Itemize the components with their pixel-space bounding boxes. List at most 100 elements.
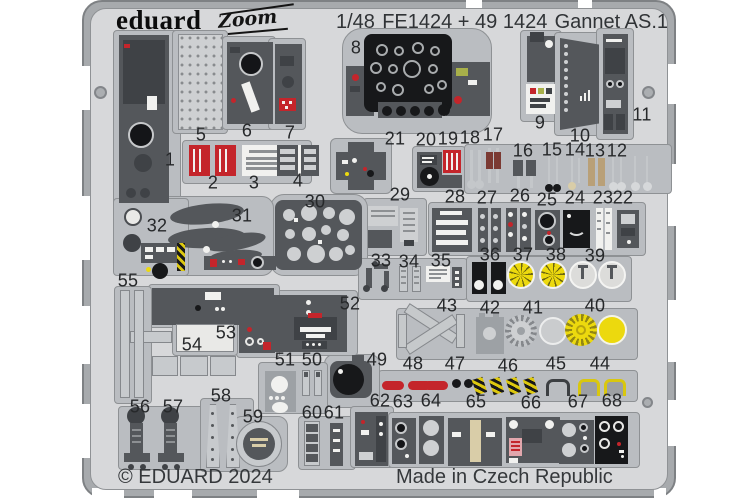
part-shape [545, 420, 554, 429]
part-shape [124, 44, 130, 48]
part-shape [231, 98, 236, 103]
part-shape [314, 370, 322, 396]
part-shape [140, 188, 150, 198]
part-shape [576, 325, 586, 335]
part-shape [280, 157, 295, 162]
part-shape [494, 152, 501, 169]
part-shape [605, 208, 612, 250]
part-shape [564, 100, 568, 104]
part-shape [599, 421, 610, 432]
part-shape [231, 424, 234, 427]
part-number-63: 63 [392, 391, 414, 412]
part-shape [464, 379, 473, 388]
part-shape [538, 212, 556, 230]
part-shape [607, 265, 617, 268]
part-shape [283, 209, 295, 221]
product-code: FE1424 + 49 1424 [382, 11, 548, 33]
part-shape [312, 343, 315, 346]
part-shape [176, 324, 234, 352]
part-shape [483, 327, 496, 340]
part-shape [423, 420, 439, 436]
part-shape [221, 307, 225, 311]
part-shape [547, 231, 551, 235]
part-shape [609, 182, 618, 191]
part-shape [308, 313, 322, 318]
part-number-2: 2 [207, 172, 219, 193]
part-shape [280, 165, 295, 170]
part-number-62: 62 [369, 390, 391, 411]
part-shape [546, 88, 552, 94]
part-shape [330, 423, 343, 466]
part-shape [178, 34, 223, 130]
part-shape [456, 68, 468, 76]
part-shape [455, 271, 459, 274]
part-number-9: 9 [534, 112, 546, 133]
part-shape [467, 180, 476, 189]
part-number-34: 34 [398, 251, 420, 272]
part-shape [318, 240, 322, 244]
part-shape [195, 305, 201, 311]
part-number-12: 12 [606, 140, 628, 161]
part-shape [348, 142, 374, 190]
rim-gap [257, 488, 299, 500]
part-shape [210, 259, 217, 267]
part-shape [238, 259, 245, 265]
part-shape [446, 62, 490, 116]
part-shape [598, 158, 605, 186]
part-shape [522, 224, 527, 229]
part-number-26: 26 [509, 185, 531, 206]
rim-gap [76, 306, 92, 364]
part-shape [306, 444, 318, 452]
part-shape [287, 247, 301, 261]
part-shape [480, 226, 485, 231]
part-shape [272, 402, 288, 413]
part-shape [124, 453, 150, 462]
part-number-30: 30 [304, 191, 326, 212]
part-shape [203, 246, 210, 253]
part-shape [294, 218, 298, 222]
part-number-14: 14 [564, 139, 586, 160]
part-shape [437, 80, 447, 90]
part-shape [352, 74, 359, 81]
part-shape [333, 364, 364, 395]
part-number-49: 49 [366, 349, 388, 370]
part-shape [564, 92, 568, 96]
scale-text: 1/48 [336, 11, 375, 33]
part-number-6: 6 [241, 120, 253, 141]
part-shape [530, 104, 546, 108]
part-shape [604, 114, 613, 130]
part-shape [606, 212, 610, 214]
part-number-58: 58 [210, 385, 232, 406]
part-shape [398, 314, 407, 348]
part-number-7: 7 [284, 122, 296, 143]
part-shape [345, 172, 349, 176]
part-shape [452, 379, 461, 388]
part-shape [567, 214, 571, 218]
part-shape [597, 220, 601, 222]
part-number-55: 55 [117, 270, 139, 291]
part-shape [430, 46, 440, 56]
part-shape [252, 444, 266, 447]
part-shape [166, 435, 175, 437]
part-shape [247, 327, 252, 332]
part-shape [318, 343, 321, 346]
part-number-56: 56 [129, 396, 151, 417]
part-shape [246, 162, 298, 165]
part-shape [564, 52, 568, 56]
part-shape [508, 222, 513, 227]
part-shape [522, 429, 542, 443]
part-shape [530, 32, 544, 42]
part-shape [379, 422, 383, 426]
part-shape [231, 412, 234, 415]
part-shape [342, 160, 348, 164]
part-shape [474, 280, 484, 290]
part-shape [372, 261, 378, 267]
part-shape [564, 84, 568, 88]
part-number-4: 4 [292, 170, 304, 191]
part-shape [306, 300, 311, 305]
part-number-40: 40 [584, 295, 606, 316]
rim-gap [654, 488, 666, 498]
part-shape [429, 269, 447, 271]
part-shape [543, 234, 555, 246]
